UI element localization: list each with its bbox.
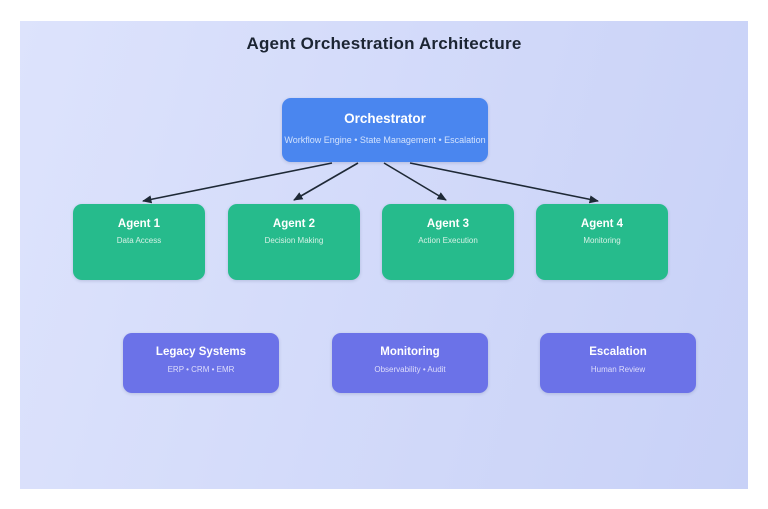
agent-subtitle: Monitoring [583,236,621,245]
agent-subtitle: Data Access [116,236,162,245]
orchestrator-subtitle: Workflow Engine • State Management • Esc… [284,135,486,145]
system-title: Escalation [589,346,647,358]
system-subtitle: Observability • Audit [374,365,446,374]
agent-2-node: Agent 2 Decision Making [228,204,360,280]
agent-subtitle: Action Execution [418,236,478,245]
page-title: Agent Orchestration Architecture [246,34,522,53]
system-subtitle: ERP • CRM • EMR [167,365,235,374]
agent-4-node: Agent 4 Monitoring [536,204,668,280]
orchestrator-title: Orchestrator [344,111,426,126]
agent-title: Agent 3 [426,218,470,230]
agent-subtitle: Decision Making [264,236,324,245]
system-title: Monitoring [380,346,440,358]
agent-3-node: Agent 3 Action Execution [382,204,514,280]
agent-title: Agent 4 [580,218,624,230]
system-title: Legacy Systems [155,346,247,358]
monitoring-node: Monitoring Observability • Audit [332,333,488,393]
agent-title: Agent 1 [117,218,161,230]
system-subtitle: Human Review [590,365,646,374]
escalation-node: Escalation Human Review [540,333,696,393]
legacy-systems-node: Legacy Systems ERP • CRM • EMR [123,333,279,393]
agent-1-node: Agent 1 Data Access [73,204,205,280]
agent-title: Agent 2 [272,218,316,230]
orchestrator-node: Orchestrator Workflow Engine • State Man… [282,98,488,162]
